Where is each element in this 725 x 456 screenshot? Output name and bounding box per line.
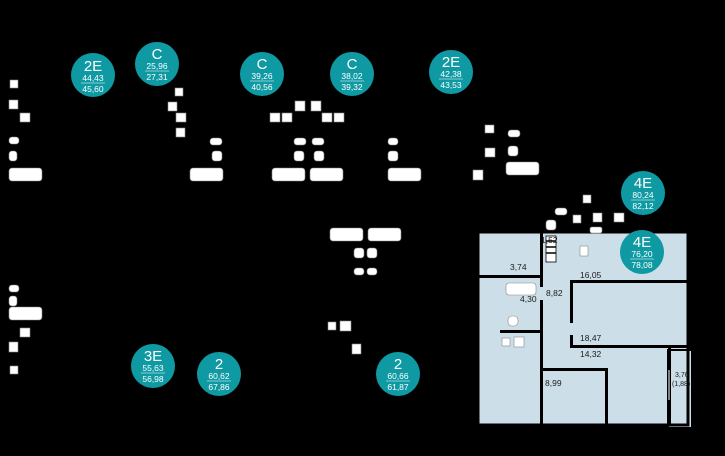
svg-text:4E: 4E [633,234,651,251]
apartment-badge-selected[interactable]: 4E 76,20 78,08 [620,230,664,274]
apartment-badge[interactable]: C 39,26 40,56 [240,52,284,96]
room-labels: 1,52 3,74 16,05 8,82 4,30 18,47 14,32 8,… [510,235,690,388]
room-area: 3,74 [510,262,527,272]
room-area: 4,30 [520,294,537,304]
svg-text:39,26: 39,26 [251,71,273,81]
svg-text:45,60: 45,60 [82,84,104,94]
svg-text:61,87: 61,87 [387,382,409,392]
svg-text:60,66: 60,66 [387,371,409,381]
svg-text:2: 2 [394,356,402,373]
svg-text:43,53: 43,53 [440,80,462,90]
room-area: 16,05 [580,270,602,280]
apartment-badge[interactable]: 4E 80,24 82,12 [621,171,665,215]
svg-text:40,56: 40,56 [251,82,273,92]
room-area: 3,76 [675,372,689,379]
apartment-badge[interactable]: 2E 44,43 45,60 [71,53,115,97]
apartment-badge[interactable]: 2E 42,38 43,53 [429,50,473,94]
svg-text:42,38: 42,38 [440,69,462,79]
svg-text:44,43: 44,43 [82,73,104,83]
svg-text:38,02: 38,02 [341,71,363,81]
room-area: 14,32 [580,349,602,359]
svg-text:C: C [347,56,358,73]
svg-text:67,86: 67,86 [208,382,230,392]
apartment-badge[interactable]: 2 60,66 61,87 [376,352,420,396]
svg-text:25,96: 25,96 [146,61,168,71]
apartment-badge[interactable]: C 38,02 39,32 [330,52,374,96]
svg-text:C: C [257,56,268,73]
svg-text:39,32: 39,32 [341,82,363,92]
room-area: 18,47 [580,333,602,343]
svg-text:27,31: 27,31 [146,72,168,82]
svg-text:56,98: 56,98 [142,374,164,384]
bathtub-icon [505,282,537,296]
svg-text:78,08: 78,08 [631,260,653,270]
svg-text:4E: 4E [634,175,652,192]
staircase-icon [545,235,557,263]
svg-text:82,12: 82,12 [632,201,654,211]
svg-text:2: 2 [215,356,223,373]
svg-text:C: C [152,46,163,63]
toilet-icon [507,315,519,327]
svg-text:2E: 2E [84,58,102,75]
room-area: 1,52 [541,235,558,245]
room-area: 8,99 [545,378,562,388]
svg-text:55,63: 55,63 [142,363,164,373]
sink-icon [579,245,589,257]
apartment-badge[interactable]: C 25,96 27,31 [135,42,179,86]
apartment-badge[interactable]: 2 60,62 67,86 [197,352,241,396]
room-area: (1,88) [672,381,690,388]
svg-text:3E: 3E [144,348,162,365]
svg-text:60,62: 60,62 [208,371,230,381]
room-area: 8,82 [546,288,563,298]
svg-text:80,24: 80,24 [632,190,654,200]
apartment-badge[interactable]: 3E 55,63 56,98 [131,344,175,388]
svg-text:76,20: 76,20 [631,249,653,259]
fixtures [8,79,625,375]
svg-text:2E: 2E [442,54,460,71]
